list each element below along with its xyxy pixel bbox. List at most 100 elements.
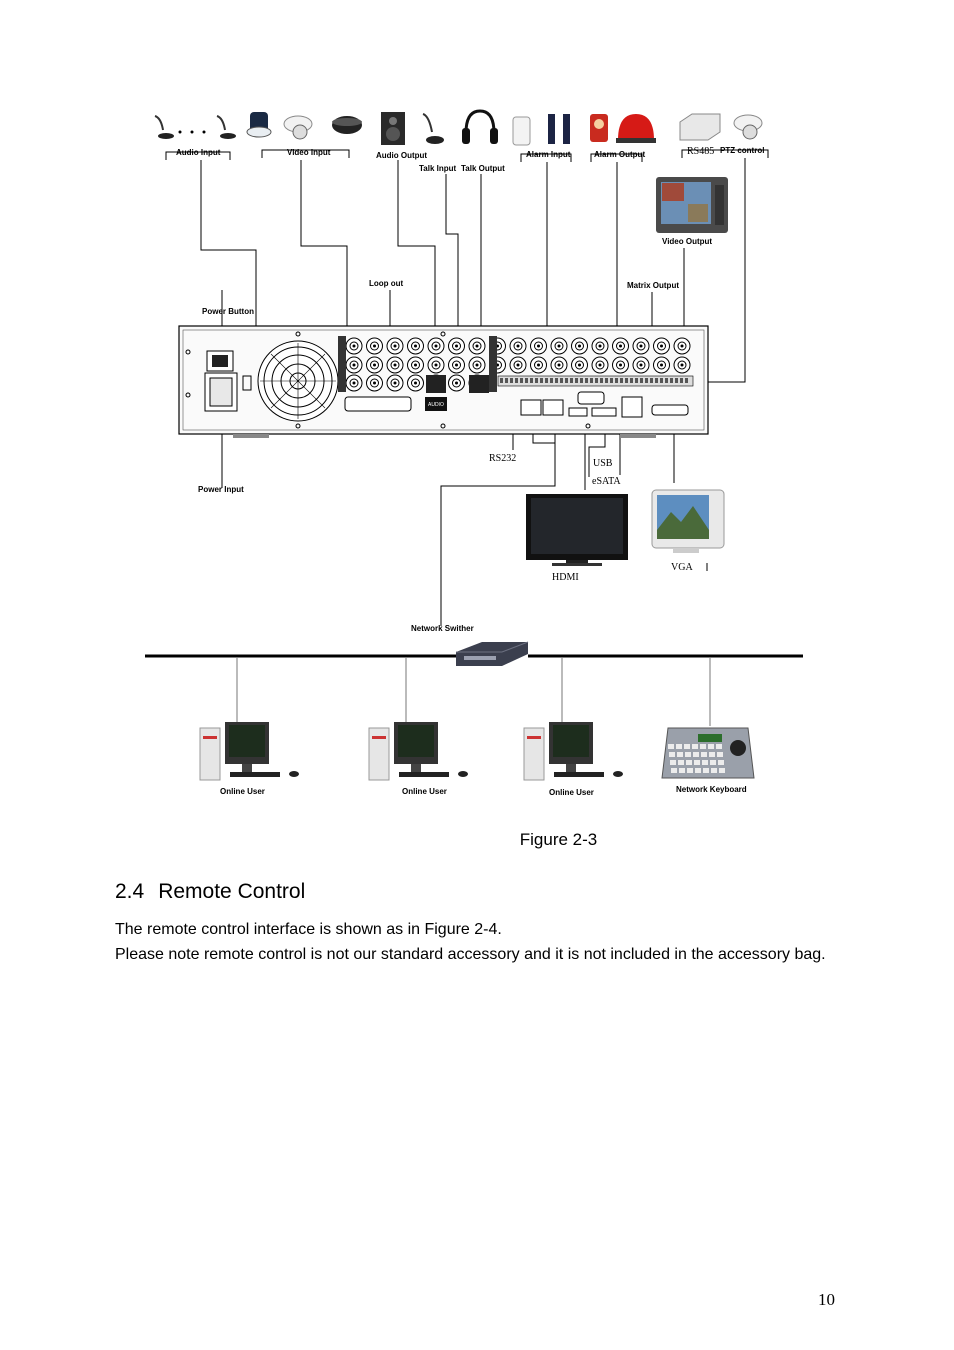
terminal-pin xyxy=(635,378,638,383)
siren-icons xyxy=(590,114,656,143)
talk-mic-icon xyxy=(422,113,444,144)
network-keyboard-icon xyxy=(661,727,755,779)
bnc-connector-grid xyxy=(345,337,691,392)
terminal-pin xyxy=(640,378,643,383)
terminal-pin xyxy=(565,378,568,383)
terminal-pin xyxy=(615,378,618,383)
online-user-pc-icon xyxy=(523,722,623,781)
label-rs485: RS485 xyxy=(687,146,714,157)
bnc-connector xyxy=(653,356,670,374)
keyboard-key xyxy=(668,744,674,749)
bnc-connector xyxy=(407,337,424,355)
bnc-connector xyxy=(366,374,383,392)
terminal-pin xyxy=(645,378,648,383)
keyboard-key xyxy=(695,768,701,773)
terminal-pin xyxy=(675,378,678,383)
bnc-connector xyxy=(653,337,670,355)
bnc-connector xyxy=(468,356,486,374)
keyboard-key xyxy=(670,760,676,765)
vga-monitor-icon xyxy=(651,489,725,553)
bnc-connector xyxy=(386,374,404,392)
label-network-switcher: Network Swither xyxy=(411,624,474,633)
connection-diagram: Audio Input Video Input Audio Output Tal… xyxy=(145,109,803,797)
keyboard-key xyxy=(719,768,725,773)
terminal-strip xyxy=(500,378,688,383)
keyboard-key xyxy=(669,752,675,757)
bnc-connector xyxy=(530,356,547,374)
keyboard-key xyxy=(671,768,677,773)
keyboard-key xyxy=(709,752,715,757)
label-online-user-2: Online User xyxy=(402,787,447,796)
online-user-pc-icon xyxy=(368,722,468,781)
label-usb: USB xyxy=(593,458,613,469)
bnc-connector xyxy=(550,337,568,355)
terminal-pin xyxy=(580,378,583,383)
keyboard-key xyxy=(708,744,714,749)
terminal-pin xyxy=(620,378,623,383)
terminal-pin xyxy=(560,378,563,383)
terminal-pin xyxy=(535,378,538,383)
bnc-connector xyxy=(591,337,609,355)
label-video-output: Video Output xyxy=(662,237,712,246)
camera-icons xyxy=(246,112,362,140)
terminal-pin xyxy=(575,378,578,383)
label-power-input: Power Input xyxy=(198,485,244,494)
crt-monitor-icon xyxy=(656,177,728,233)
ptz-decoder-icons xyxy=(679,113,763,141)
keyboard-key xyxy=(685,752,691,757)
keyboard-key xyxy=(676,744,682,749)
terminal-pin xyxy=(570,378,573,383)
label-online-user-1: Online User xyxy=(220,787,265,796)
bnc-connector xyxy=(345,337,363,355)
label-vga: VGA xyxy=(671,562,693,573)
bnc-connector xyxy=(407,356,424,374)
keyboard-key xyxy=(694,760,700,765)
terminal-pin xyxy=(540,378,543,383)
alarm-sensor-icons xyxy=(512,114,570,146)
bnc-connector xyxy=(530,337,547,355)
label-audio-output: Audio Output xyxy=(376,151,427,160)
keyboard-key xyxy=(703,768,709,773)
terminal-pin xyxy=(665,378,668,383)
terminal-pin xyxy=(510,378,513,383)
label-power-button: Power Button xyxy=(202,307,254,316)
label-ptz-control: PTZ control xyxy=(720,146,764,155)
label-alarm-output: Alarm Output xyxy=(594,150,645,159)
bnc-connector xyxy=(345,374,363,392)
label-talk-input: Talk Input xyxy=(419,164,457,173)
keyboard-key xyxy=(701,752,707,757)
keyboard-key xyxy=(702,760,708,765)
terminal-pin xyxy=(500,378,503,383)
terminal-pin xyxy=(605,378,608,383)
section-title: Remote Control xyxy=(158,880,306,903)
terminal-pin xyxy=(590,378,593,383)
audio-port-label: AUDIO xyxy=(428,402,444,408)
keyboard-key xyxy=(678,760,684,765)
bnc-connector xyxy=(366,356,383,374)
label-network-keyboard: Network Keyboard xyxy=(676,785,747,794)
bnc-connector xyxy=(427,356,445,374)
terminal-pin xyxy=(595,378,598,383)
terminal-pin xyxy=(545,378,548,383)
terminal-pin xyxy=(530,378,533,383)
bnc-connector xyxy=(591,356,609,374)
label-loop-out: Loop out xyxy=(369,279,404,288)
keyboard-key xyxy=(700,744,706,749)
terminal-pin xyxy=(555,378,558,383)
bnc-connector xyxy=(407,374,424,392)
terminal-pin xyxy=(550,378,553,383)
terminal-pin xyxy=(600,378,603,383)
terminal-pin xyxy=(525,378,528,383)
paragraph: The remote control interface is shown as… xyxy=(115,921,502,938)
network-drop-lines xyxy=(236,658,711,726)
keyboard-key xyxy=(692,744,698,749)
bnc-connector xyxy=(612,337,629,355)
label-esata: eSATA xyxy=(592,476,621,487)
terminal-pin xyxy=(655,378,658,383)
keyboard-key xyxy=(718,760,724,765)
terminal-pin xyxy=(520,378,523,383)
bnc-connector xyxy=(673,337,691,355)
keyboard-key xyxy=(686,760,692,765)
bnc-connector xyxy=(448,374,465,392)
label-matrix-output: Matrix Output xyxy=(627,281,679,290)
